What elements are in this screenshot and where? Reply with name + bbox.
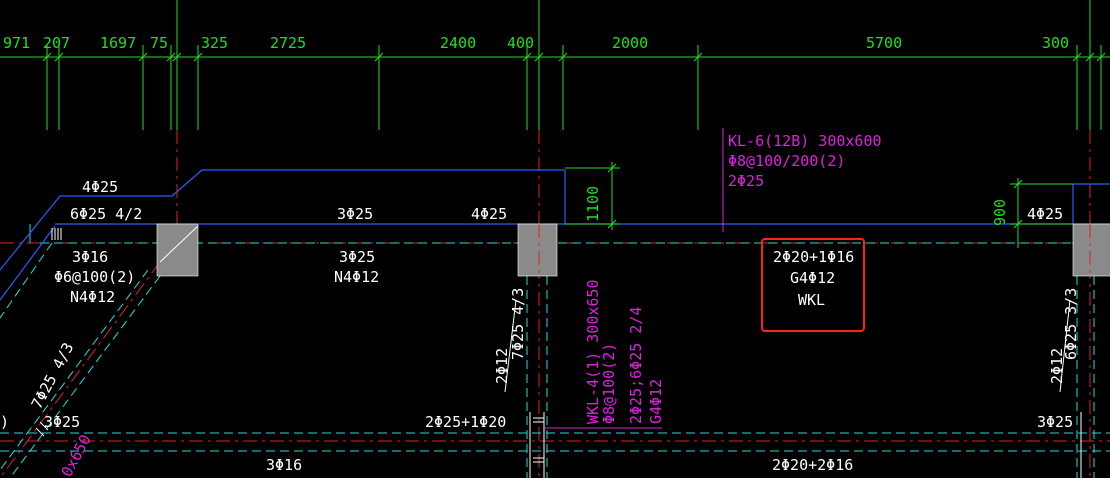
label-vert-mid-b: 2Φ12 — [493, 348, 511, 384]
label-mid-top2: 4Φ25 — [471, 205, 507, 223]
label-vert-mid-a: 7Φ25 4/3 — [509, 288, 527, 360]
dim-1100: 1100 — [584, 186, 602, 222]
dim-75: 75 — [150, 34, 168, 52]
dim-971: 971 — [3, 34, 30, 52]
wkl4-side-bars: G4Φ12 — [647, 379, 665, 424]
local-dimensions: 1100 900 — [565, 162, 1073, 248]
dim-5700: 5700 — [866, 34, 902, 52]
selection-box[interactable] — [761, 238, 865, 332]
dimension-chain: 971 207 1697 75 325 2725 2400 400 2000 5… — [0, 0, 1110, 130]
selected-line-1: 2Φ20+1Φ16 — [773, 248, 854, 266]
label-left-low3: N4Φ12 — [70, 288, 115, 306]
hatch-marks — [35, 228, 1082, 478]
wkl4-bars: 2Φ25;6Φ25 2/4 — [627, 307, 645, 424]
dim-2400: 2400 — [440, 34, 476, 52]
dim-400: 400 — [507, 34, 534, 52]
dim-325: 325 — [201, 34, 228, 52]
label-edge-paren: ) — [0, 413, 9, 431]
label-mid-top1: 3Φ25 — [337, 205, 373, 223]
dim-2725: 2725 — [270, 34, 306, 52]
label-left-top: 4Φ25 — [82, 178, 118, 196]
label-left-row: 6Φ25 4/2 — [70, 205, 142, 223]
label-right-top: 4Φ25 — [1027, 205, 1063, 223]
dim-207: 207 — [43, 34, 70, 52]
dim-900: 900 — [991, 199, 1009, 226]
label-vert-right-a: 6Φ25 3/3 — [1062, 288, 1080, 360]
column-middle[interactable] — [517, 223, 558, 277]
columns — [156, 223, 1110, 277]
label-diag-low: 0x650 — [58, 432, 95, 478]
label-bot-left: 3Φ25 — [44, 413, 80, 431]
dim-300: 300 — [1042, 34, 1069, 52]
selected-line-3: WKL — [798, 291, 825, 309]
label-left-low2: Φ6@100(2) — [54, 268, 135, 286]
label-bot-mid: 2Φ25+1Φ20 — [425, 413, 506, 431]
selected-annotation-wkl[interactable]: 2Φ20+1Φ16 G4Φ12 WKL — [761, 238, 865, 332]
beam-annotation-kl6[interactable]: KL-6(12B) 300x600 Φ8@100/200(2) 2Φ25 — [722, 128, 882, 232]
label-mid-low1: 3Φ25 — [339, 248, 375, 266]
dim-2000: 2000 — [612, 34, 648, 52]
wkl4-spec: WKL-4(1) 300x650 — [584, 280, 602, 425]
label-mid-low2: N4Φ12 — [334, 268, 379, 286]
column-right[interactable] — [1072, 223, 1110, 277]
label-left-low1: 3Φ16 — [72, 248, 108, 266]
label-bot2-right: 2Φ20+2Φ16 — [772, 456, 853, 474]
kl6-top-bars: 2Φ25 — [728, 172, 764, 190]
beam-annotation-wkl4[interactable]: WKL-4(1) 300x650 Φ8@100(2) 2Φ25;6Φ25 2/4… — [545, 280, 665, 429]
kl6-spec: KL-6(12B) 300x600 — [728, 132, 882, 150]
kl6-stirrup: Φ8@100/200(2) — [728, 152, 845, 170]
selected-line-2: G4Φ12 — [790, 269, 835, 287]
label-bot-right: 3Φ25 — [1037, 413, 1073, 431]
axis-lines — [0, 130, 1110, 478]
label-bot2-left: 3Φ16 — [266, 456, 302, 474]
dim-1697: 1697 — [100, 34, 136, 52]
wkl4-stirrup: Φ8@100(2) — [600, 343, 618, 424]
